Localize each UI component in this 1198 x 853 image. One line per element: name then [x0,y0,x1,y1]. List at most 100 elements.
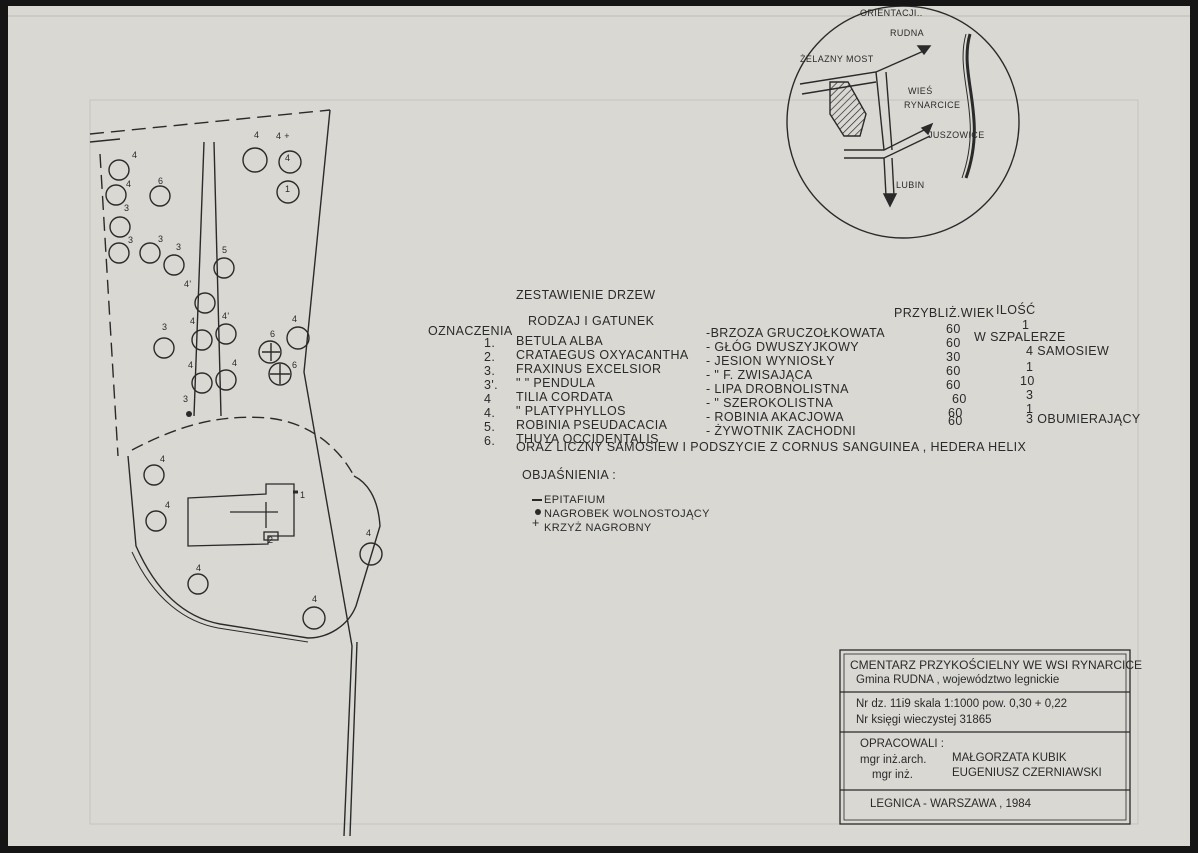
title-block-role: mgr inż. [872,769,913,781]
tree-label: 4 [160,454,166,464]
table-note: ORAZ LICZNY SAMOSIEW I PODSZYCIE Z CORNU… [516,440,1027,454]
table-cell: CRATAEGUS OXYACANTHA [516,348,689,362]
tree-label: 4 [285,153,291,163]
table-cell: -BRZOZA GRUCZOŁKOWATA [706,326,886,340]
table-cell: 2. [484,350,496,364]
tree-label: 1 [300,490,306,500]
tree-1 [276,180,300,204]
table-cell: BETULA ALBA [516,334,604,348]
explanations-heading: OBJAŚNIENIA : [522,468,617,482]
paper-frame [89,99,1139,825]
table-cell: FRAXINUS EXCELSIOR [516,362,662,376]
tree-label: 3 [124,203,130,213]
road-label-juszowice: JUSZOWICE [928,130,985,140]
tree-label: 4 [196,563,202,573]
tree-4 [108,159,130,181]
table-cell: 60 [946,378,961,392]
table-cell: 60 [946,364,961,378]
table-cell: TILIA CORDATA [516,390,614,404]
title-block-footer: LEGNICA - WARSZAWA , 1984 [870,798,1032,810]
col-count: ILOŚĆ [996,303,1036,317]
table-cell: - " SZEROKOLISTNA [706,396,834,410]
col-species: RODZAJ I GATUNEK [528,314,655,328]
tree-label: 4 [132,150,138,160]
road-label-lubin: LUBIN [896,180,925,190]
orientation-title: ORIENTACJI.. [860,8,923,18]
tree-4 [191,372,213,394]
title-block-name: CMENTARZ PRZYKOŚCIELNY WE WSI RYNARCICE [850,658,1143,672]
table-cell: 10 [1020,374,1035,388]
title-block-role: mgr inż.arch. [860,754,927,766]
table-cell: W SZPALERZE [974,330,1066,344]
table-cell: 1. [484,336,496,350]
tree-label: 4 [292,314,298,324]
table-cell: - ŻYWOTNIK ZACHODNI [706,424,856,438]
tombstone-dot [186,411,192,417]
col-designation: OZNACZENIA [428,324,513,338]
tree-4 [191,329,213,351]
tree-label: 3 [176,242,182,252]
cemetery-boundary [89,109,381,837]
legend-item-tomb: NAGROBEK WOLNOSTOJĄCY [544,508,710,520]
tree-label: 4 [254,130,260,140]
tree-4 [105,184,127,206]
title-block-gmina: Gmina RUDNA , województwo legnickie [856,674,1060,686]
table-cell: 3'. [484,378,499,392]
map-sheet: 4 4 6 3 3 3 3 4 4 + 4 1 5 4' 4 4' 3 6 4 … [8,6,1190,846]
table-cell: 60 [946,322,961,336]
table-cell: 4 [484,392,492,406]
tree-3 [108,242,130,264]
table-cell: THUYA OCCIDENTALIS [516,432,659,446]
table-cell: 1 [1026,402,1034,416]
table-cell: " PLATYPHYLLOS [516,404,626,418]
tree-3 [139,242,161,264]
table-cell: 6. [484,434,496,448]
tree-label: 3 [162,322,168,332]
village-label-rynarcice: RYNARCICE [904,100,961,110]
road-label-zelazny-most: ŻELAZNY MOST [800,54,874,64]
table-cell: - ROBINIA AKACJOWA [706,410,845,424]
tree-4 [242,147,268,173]
table-cell: 60 [946,336,961,350]
legend-item-epitaph: EPITAFIUM [544,494,606,506]
tomb-symbol [535,509,541,515]
tree-label: 4' [222,311,230,321]
table-cell: 4. [484,406,496,420]
tree-label: 3 [158,234,164,244]
tree-label: 4 [190,316,196,326]
table-cell: 60 [948,406,963,420]
trees [105,147,383,630]
col-age: PRZYBLIŻ.WIEK [894,306,995,320]
table-cell: 1 [1022,318,1030,332]
tree-4 [278,150,302,174]
tree-4 [215,323,237,345]
table-cell: 3 [1026,388,1034,402]
tree-label: 4 [312,594,318,604]
tree-4 [359,542,383,566]
tree-3 [153,337,175,359]
legend-item-cross: KRZYŻ NAGROBNY [544,522,652,534]
table-cell: - LIPA DROBNOLISTNA [706,382,849,396]
title-block-prepared: OPRACOWALI : [860,738,944,750]
tree-label: 4' [184,279,192,289]
tree-label: 4 [126,179,132,189]
tree-label: 6 [158,176,164,186]
site-plan-drawing [8,6,1190,837]
tree-label: 6 [270,329,276,339]
tree-6 [258,340,282,364]
tree-4 [194,292,216,314]
tree-5 [213,257,235,279]
title-block-frame [839,649,1131,825]
table-cell: 3. [484,364,496,378]
road-label-rudna: RUDNA [890,28,925,38]
tree-3 [163,254,185,276]
table-heading: ZESTAWIENIE DRZEW [516,288,656,302]
title-block-author: EUGENIUSZ CZERNIAWSKI [952,767,1102,779]
tree-label: 2 [268,535,274,545]
table-cell: 60 [948,414,963,428]
title-block-parcel: Nr dz. 11i9 skala 1:1000 pow. 0,30 + 0,2… [856,698,1068,710]
tree-6 [149,185,171,207]
table-cell: " " PENDULA [516,376,596,390]
tree-label: 4 [165,500,171,510]
tree-4 [215,369,237,391]
